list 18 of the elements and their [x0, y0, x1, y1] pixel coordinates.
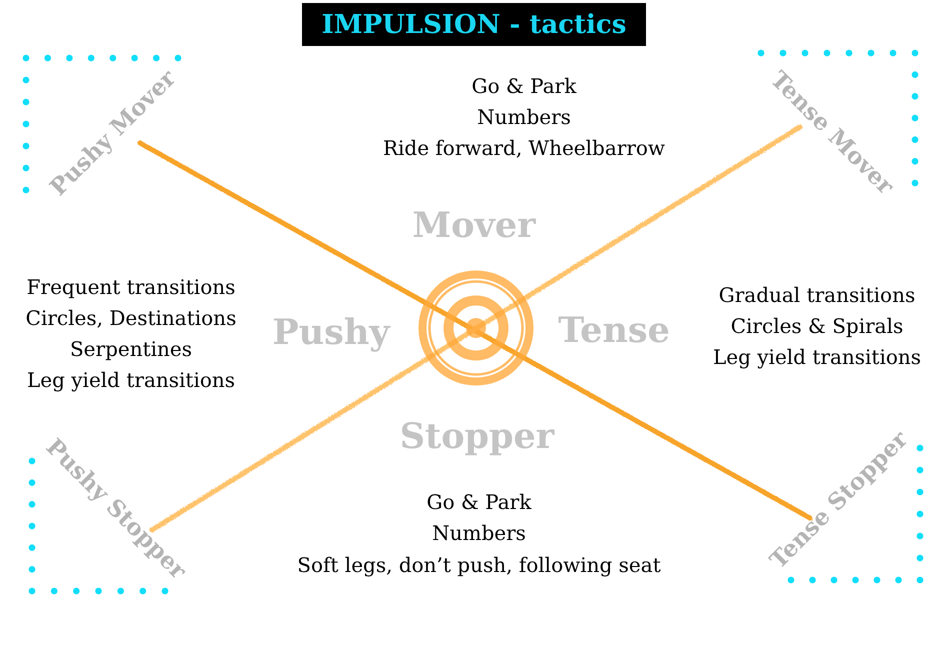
tactic-text: Numbers — [477, 106, 571, 128]
axis-label: Tense — [558, 312, 670, 350]
axis-label: Stopper — [400, 418, 554, 456]
tactic-text: Go & Park — [426, 491, 532, 513]
axis-label: Mover — [412, 206, 536, 246]
axis-label: Pushy — [272, 314, 390, 352]
title-heading: IMPULSION - tactics — [302, 3, 646, 46]
tactic-text: Serpentines — [70, 338, 192, 360]
tactic-text: Go & Park — [472, 75, 576, 97]
tactic-text: Circles, Destinations — [26, 307, 236, 329]
tactic-text: Gradual transitions — [718, 284, 916, 306]
tactic-text: Numbers — [432, 522, 526, 544]
tactic-text: Circles & Spirals — [730, 315, 904, 337]
tactic-text: Leg yield transitions — [712, 346, 922, 368]
tactic-text: Leg yield transitions — [26, 369, 236, 391]
tactic-text: Soft legs, don’t push, following seat — [297, 554, 661, 576]
tactic-text: Ride forward, Wheelbarrow — [382, 137, 666, 159]
tactic-text: Frequent transitions — [26, 276, 236, 298]
